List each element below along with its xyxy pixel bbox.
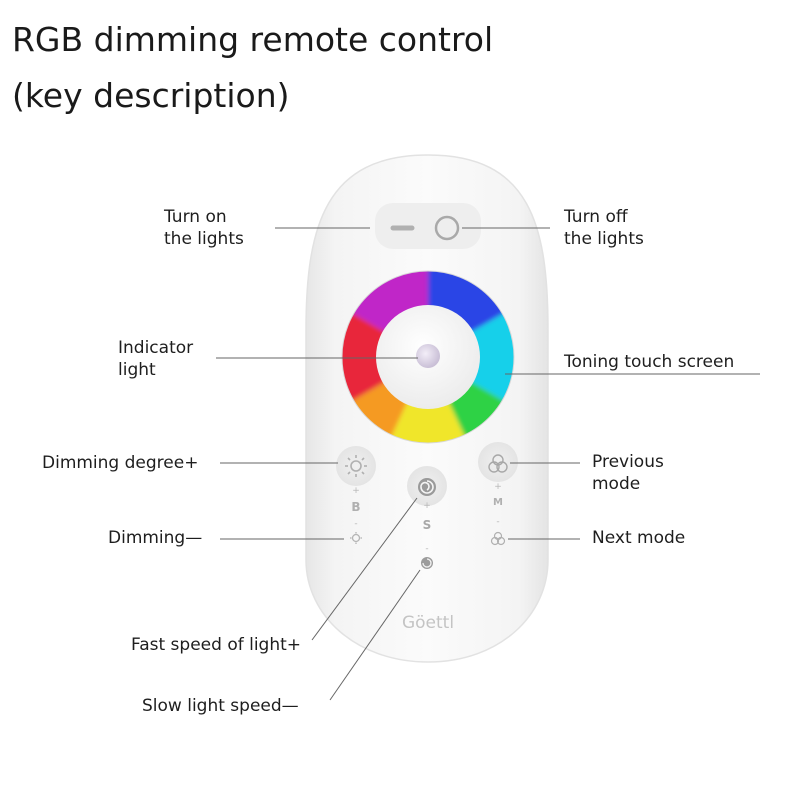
label-previous-mode-line-2: mode: [592, 474, 641, 494]
label-toning: Toning touch screen: [564, 352, 735, 372]
leader-lines: [216, 227, 760, 701]
indicator-led: [416, 344, 440, 368]
minus-mark-right: -: [496, 517, 499, 527]
plus-mark-right: +: [494, 482, 502, 492]
label-indicator-line-2: light: [118, 360, 156, 380]
label-dimming-up: Dimming degree+: [42, 453, 199, 473]
title-line-1: RGB dimming remote control: [12, 20, 494, 59]
minus-mark-mid: -: [425, 544, 428, 554]
title-line-2: (key description): [12, 76, 290, 115]
label-turn-off-line-2: the lights: [564, 229, 644, 249]
label-indicator-line-1: Indicator: [118, 338, 194, 358]
button-letter-m: M: [493, 497, 503, 508]
label-turn-off: Turn off the lights: [564, 206, 644, 250]
power-off-circle-icon[interactable]: [434, 215, 460, 241]
button-letter-b: B: [351, 500, 360, 514]
mode-button-pad: [478, 442, 518, 482]
page-title: RGB dimming remote control (key descript…: [12, 12, 493, 124]
leader-slow-speed: [329, 569, 421, 701]
sun-large-icon[interactable]: [345, 455, 367, 477]
button-letter-s: S: [423, 518, 432, 532]
label-indicator: Indicator light: [118, 337, 193, 381]
label-next-mode: Next mode: [592, 528, 686, 548]
label-turn-off-line-1: Turn off: [564, 207, 628, 227]
label-previous-mode: Previous mode: [592, 451, 664, 495]
label-dimming-down: Dimming—: [108, 528, 203, 548]
spiral-icon[interactable]: [418, 478, 436, 496]
spiral-small-icon[interactable]: [421, 557, 433, 569]
power-button-panel: [375, 203, 481, 249]
minus-mark-left: -: [354, 519, 357, 529]
label-previous-mode-line-1: Previous: [592, 452, 664, 472]
label-turn-on-line-1: Turn on: [164, 207, 227, 227]
label-slow-speed: Slow light speed—: [142, 696, 299, 716]
leader-fast-speed: [311, 497, 418, 641]
brand-watermark: Göettl: [402, 613, 454, 633]
label-turn-on: Turn on the lights: [164, 206, 244, 250]
plus-mark-left: +: [352, 486, 360, 496]
label-fast-speed: Fast speed of light+: [131, 635, 302, 655]
sun-small-icon[interactable]: [350, 532, 362, 544]
three-circles-icon[interactable]: [488, 454, 508, 473]
brightness-button-pad: [336, 446, 376, 486]
three-circles-small-icon[interactable]: [490, 531, 506, 546]
label-turn-on-line-2: the lights: [164, 229, 244, 249]
plus-mark-mid: +: [423, 501, 431, 511]
